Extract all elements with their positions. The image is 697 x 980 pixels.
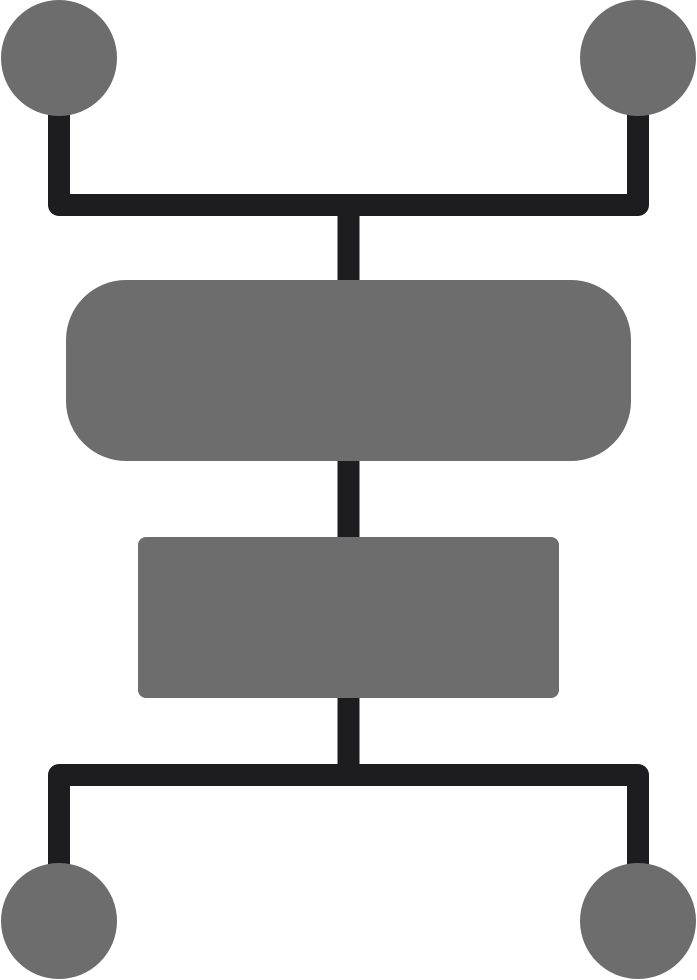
- node-bottom-right-circle: [580, 863, 696, 979]
- node-top-right-circle: [580, 0, 696, 116]
- connector-top-bracket: [48, 99, 649, 216]
- node-top-left-circle: [1, 0, 117, 116]
- connector-lines: [48, 99, 649, 881]
- process-rect-box: [138, 537, 559, 698]
- process-rounded-box: [66, 280, 631, 461]
- node-bottom-left-circle: [1, 863, 117, 979]
- connector-bottom-bracket: [48, 764, 649, 881]
